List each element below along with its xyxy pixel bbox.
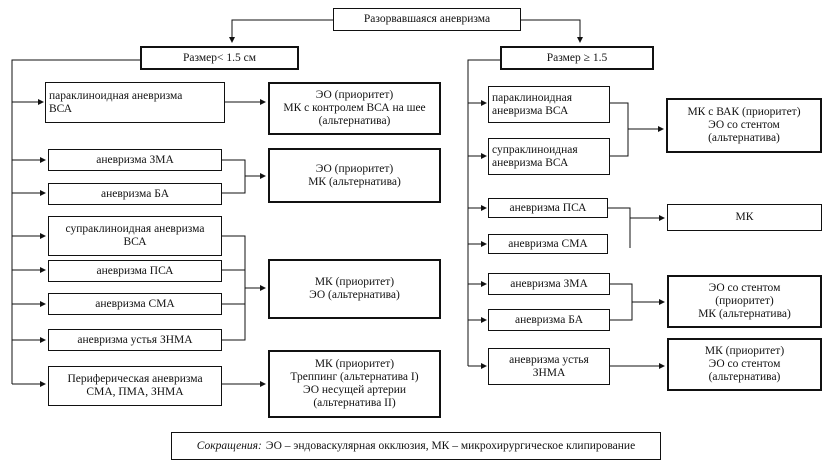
root-node: Разорвавшаяся аневризма: [333, 8, 521, 31]
right-recommendation-4: МК (приоритет) ЭО со стентом (альтернати…: [667, 338, 822, 391]
right-item-basilar-aneurysm: аневризма БА: [488, 309, 610, 331]
left-recommendation-1: ЭО (приоритет) МК с контролем ВСА на шее…: [268, 82, 441, 135]
left-item-aca-aneurysm: аневризма ПСА: [48, 260, 222, 282]
right-item-supraclinoid-ica: супраклиноидная аневризма ВСА: [488, 138, 610, 175]
right-item-paraclinoid-ica: параклиноидная аневризма ВСА: [488, 86, 610, 123]
left-recommendation-4: МК (приоритет) Треппинг (альтернатива I)…: [268, 350, 441, 418]
right-recommendation-3: ЭО со стентом (приоритет) МК (альтернати…: [667, 275, 822, 328]
abbreviations-footnote: Сокращения: ЭО – эндоваскулярная окклюзи…: [171, 432, 661, 460]
right-item-pca-aneurysm: аневризма ЗМА: [488, 273, 610, 295]
size-node-right: Размер ≥ 1.5: [500, 46, 654, 70]
left-recommendation-2: ЭО (приоритет) МК (альтернатива): [268, 148, 441, 203]
left-item-mca-aneurysm: аневризма СМА: [48, 293, 222, 315]
left-item-pca-aneurysm: аневризма ЗМА: [48, 149, 222, 171]
right-recommendation-1: МК с ВАК (приоритет) ЭО со стентом (альт…: [666, 98, 822, 153]
right-recommendation-2: МК: [667, 204, 822, 231]
right-item-aca-aneurysm: аневризма ПСА: [488, 198, 608, 218]
abbreviations-label: Сокращения:: [196, 440, 262, 452]
size-node-left: Размер< 1.5 см: [140, 46, 299, 70]
left-item-supraclinoid-ica: супраклиноидная аневризма ВСА: [48, 216, 222, 256]
abbreviations-text: ЭО – эндоваскулярная окклюзия, МК – микр…: [265, 440, 636, 452]
left-item-basilar-aneurysm: аневризма БА: [48, 183, 222, 205]
right-item-pica-origin-aneurysm: аневризма устья ЗНМА: [488, 348, 610, 385]
left-item-paraclinoid-ica: параклиноидная аневризма ВСА: [45, 82, 225, 123]
right-item-mca-aneurysm: аневризма СМА: [488, 234, 608, 254]
left-item-pica-origin-aneurysm: аневризма устья ЗНМА: [48, 329, 222, 351]
left-item-peripheral-aneurysm: Периферическая аневризма СМА, ПМА, ЗНМА: [48, 366, 222, 406]
left-recommendation-3: МК (приоритет) ЭО (альтернатива): [268, 259, 441, 319]
